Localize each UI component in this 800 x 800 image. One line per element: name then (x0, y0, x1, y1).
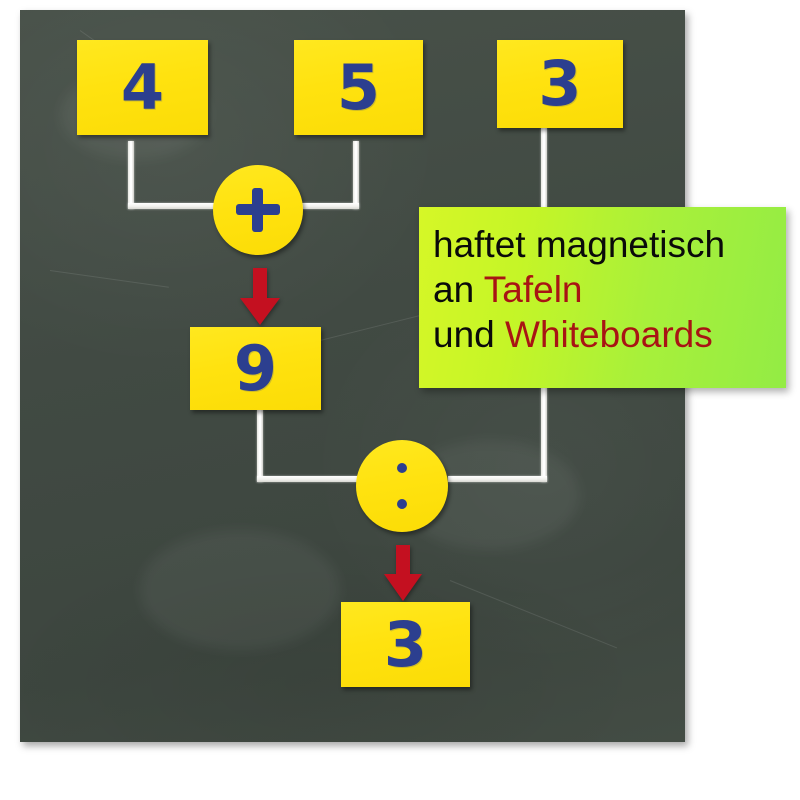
callout-line-1-text: haftet magnetisch (433, 224, 726, 265)
callout-line-3-text: und (433, 313, 506, 355)
connector-line-sum-horizontal (257, 476, 372, 482)
operator-circle-add[interactable] (213, 165, 303, 255)
connector-line-operand-c-horizontal (448, 476, 547, 482)
connector-line-operand-b-horizontal (302, 203, 359, 209)
connector-line-operand-a-vertical (128, 141, 134, 209)
number-card-sum-result[interactable]: 9 (190, 327, 321, 410)
number-card-value: 4 (120, 50, 165, 124)
chalk-scratch (449, 580, 618, 649)
number-card-value: 5 (336, 50, 381, 124)
plus-icon (236, 188, 280, 232)
callout-line-1: haftet magnetisch (433, 223, 772, 268)
arrow-down-icon (238, 268, 282, 326)
callout-line-2: an Tafeln (433, 268, 772, 313)
operator-circle-divide[interactable] (356, 440, 448, 532)
number-card-value: 3 (383, 607, 428, 681)
connector-line-operand-b-vertical (353, 141, 359, 209)
callout-line-3-highlight: Whiteboards (505, 313, 713, 355)
number-card-operand-b[interactable]: 5 (294, 40, 423, 135)
number-card-operand-c[interactable]: 3 (497, 40, 623, 128)
product-feature-callout: haftet magnetisch an Tafeln und Whiteboa… (419, 207, 786, 388)
chalk-smudge (140, 530, 340, 650)
callout-line-2-highlight: Tafeln (483, 268, 583, 310)
chalk-scratch (49, 270, 169, 288)
arrow-down-icon (382, 545, 424, 602)
number-card-operand-a[interactable]: 4 (77, 40, 208, 135)
division-colon-icon (397, 463, 407, 509)
number-card-value: 9 (233, 331, 278, 405)
number-card-final-result[interactable]: 3 (341, 602, 470, 687)
connector-line-operand-a-horizontal (128, 203, 238, 209)
callout-line-3: und Whiteboards (433, 313, 772, 358)
number-card-value: 3 (538, 47, 582, 120)
connector-line-sum-vertical (257, 410, 263, 482)
callout-line-2-text: an (433, 268, 484, 310)
